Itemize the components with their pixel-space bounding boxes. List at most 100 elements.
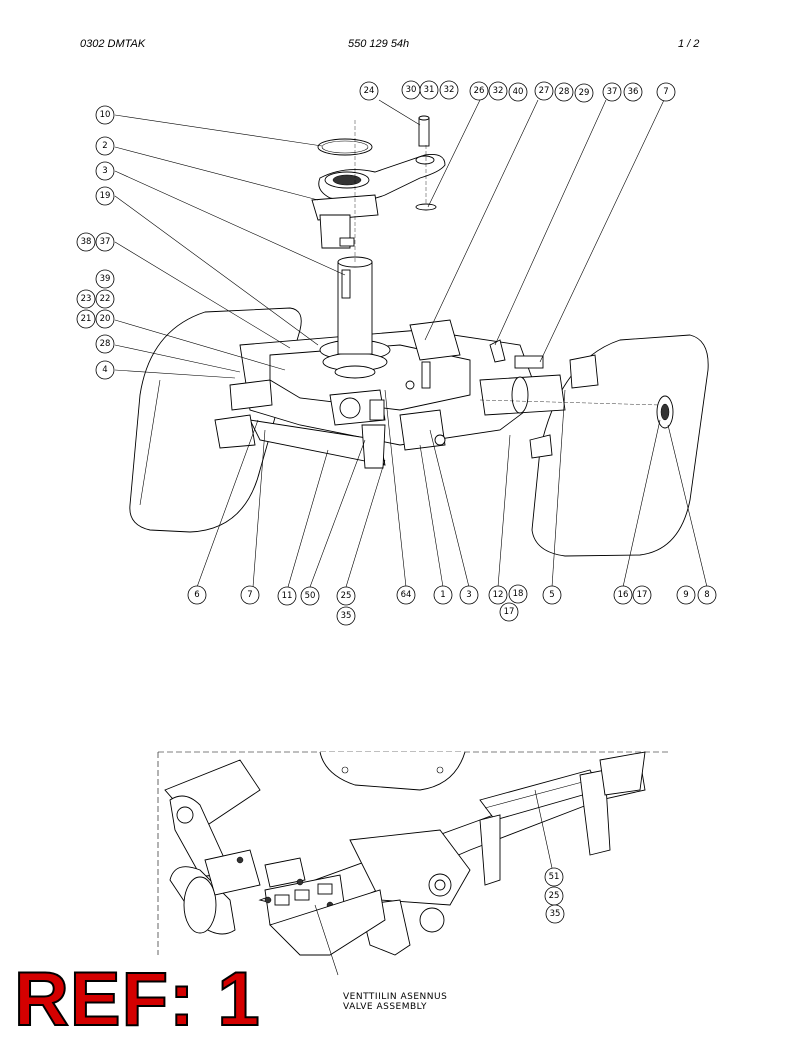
callout-label: 18 xyxy=(513,589,524,599)
callout-bubble: 51 xyxy=(544,867,564,887)
callout-label: 3 xyxy=(102,166,107,176)
callout-label: 7 xyxy=(247,590,252,600)
caption-line-english: VALVE ASSEMBLY xyxy=(343,1002,427,1012)
main-assembly-view xyxy=(129,115,709,557)
callout-bubble: 3 xyxy=(459,585,479,605)
callout-bubble: 24 xyxy=(359,81,379,101)
callout-bubble: 37 xyxy=(95,232,115,252)
callout-bubble: 26 xyxy=(469,81,489,101)
valve-assembly-detail xyxy=(157,751,668,976)
central-shaft xyxy=(337,256,373,355)
callout-label: 25 xyxy=(549,891,560,901)
callout-bubble: 27 xyxy=(534,81,554,101)
detail-caption: VENTTIILIN ASENNUS VALVE ASSEMBLY xyxy=(343,992,447,1012)
callout-bubble: 30 xyxy=(401,80,421,100)
callout-label: 38 xyxy=(81,237,92,247)
callout-bubble: 40 xyxy=(508,82,528,102)
header-document-code: 0302 DMTAK xyxy=(80,38,146,50)
callout-label: 25 xyxy=(341,591,352,601)
callout-bubble: 3 xyxy=(95,161,115,181)
callout-bubble: 21 xyxy=(76,309,96,329)
header-page-number: 1 / 2 xyxy=(678,38,700,50)
callout-label: 50 xyxy=(305,591,316,601)
callout-bubble: 22 xyxy=(95,289,115,309)
callout-bubble: 7 xyxy=(656,82,676,102)
callout-bubble: 4 xyxy=(95,360,115,380)
callout-bubble: 7 xyxy=(240,585,260,605)
ref-label: REF: 1 xyxy=(13,957,261,1042)
callout-label: 17 xyxy=(637,590,648,600)
callout-bubble: 10 xyxy=(95,105,115,125)
callout-bubble: 38 xyxy=(76,232,96,252)
callout-bubble: 1 xyxy=(433,585,453,605)
callout-label: 39 xyxy=(100,274,111,284)
callout-label: 9 xyxy=(683,590,688,600)
header-part-number: 550 129 54h xyxy=(348,38,410,50)
callout-bubble: 16 xyxy=(613,585,633,605)
steering-arm xyxy=(311,154,446,249)
callout-label: 64 xyxy=(401,590,412,600)
callout-bubble: 31 xyxy=(419,80,439,100)
callout-label: 35 xyxy=(550,909,561,919)
callout-label: 12 xyxy=(493,590,504,600)
callout-label: 36 xyxy=(628,87,639,97)
callout-label: 3 xyxy=(466,590,471,600)
caption-line-finnish: VENTTIILIN ASENNUS xyxy=(343,992,448,1002)
callout-bubble: 35 xyxy=(545,904,565,924)
callout-label: 26 xyxy=(474,86,485,96)
callout-bubble: 12 xyxy=(488,585,508,605)
callout-bubble: 5 xyxy=(542,585,562,605)
callout-label: 8 xyxy=(704,590,709,600)
callout-label: 28 xyxy=(100,339,111,349)
callout-bubble: 39 xyxy=(95,269,115,289)
callout-bubble: 29 xyxy=(574,83,594,103)
callout-label: 21 xyxy=(81,314,92,324)
callout-bubble: 25 xyxy=(544,886,564,906)
callout-label: 37 xyxy=(100,237,111,247)
callout-label: 28 xyxy=(559,87,570,97)
callout-bubble: 17 xyxy=(499,602,519,622)
callout-bubble: 8 xyxy=(697,585,717,605)
callout-bubble: 25 xyxy=(336,586,356,606)
seal-ring xyxy=(317,138,373,156)
callout-bubble: 32 xyxy=(488,81,508,101)
callouts-top: 24 30 31 32 26 32 40 27 28 29 37 36 7 xyxy=(359,80,676,103)
callout-label: 35 xyxy=(341,611,352,621)
callout-label: 11 xyxy=(282,591,293,601)
chassis-frame xyxy=(214,319,599,469)
callout-bubble: 50 xyxy=(300,586,320,606)
callout-bubble: 17 xyxy=(632,585,652,605)
callout-label: 29 xyxy=(579,88,590,98)
callout-bubble: 9 xyxy=(676,585,696,605)
callout-label: 17 xyxy=(504,607,515,617)
callout-label: 5 xyxy=(549,590,554,600)
callout-label: 16 xyxy=(618,590,629,600)
callout-label: 40 xyxy=(513,87,524,97)
callouts-left: 10 2 3 19 38 37 39 23 22 21 20 28 4 xyxy=(76,105,115,380)
callout-label: 30 xyxy=(406,85,417,95)
callout-label: 37 xyxy=(607,87,618,97)
callout-label: 1 xyxy=(440,590,445,600)
callout-label: 24 xyxy=(364,86,375,96)
callout-bubble: 37 xyxy=(602,82,622,102)
callout-bubble: 6 xyxy=(187,585,207,605)
callout-label: 20 xyxy=(100,314,111,324)
callout-bubble: 28 xyxy=(95,334,115,354)
callout-bubble: 28 xyxy=(554,82,574,102)
callout-label: 2 xyxy=(102,141,107,151)
callout-bubble: 35 xyxy=(336,606,356,626)
callout-label: 6 xyxy=(194,590,199,600)
callouts-detail: 51 25 35 xyxy=(544,867,565,924)
callout-label: 51 xyxy=(549,872,560,882)
callout-bubble: 19 xyxy=(95,186,115,206)
pivot-bolt xyxy=(415,115,437,211)
callout-bubble: 32 xyxy=(439,80,459,100)
callout-label: 31 xyxy=(424,85,435,95)
callout-label: 22 xyxy=(100,294,111,304)
callout-label: 4 xyxy=(102,365,107,375)
right-track xyxy=(531,334,709,557)
callout-bubble: 20 xyxy=(95,309,115,329)
callout-label: 27 xyxy=(539,86,550,96)
callout-label: 32 xyxy=(493,86,504,96)
